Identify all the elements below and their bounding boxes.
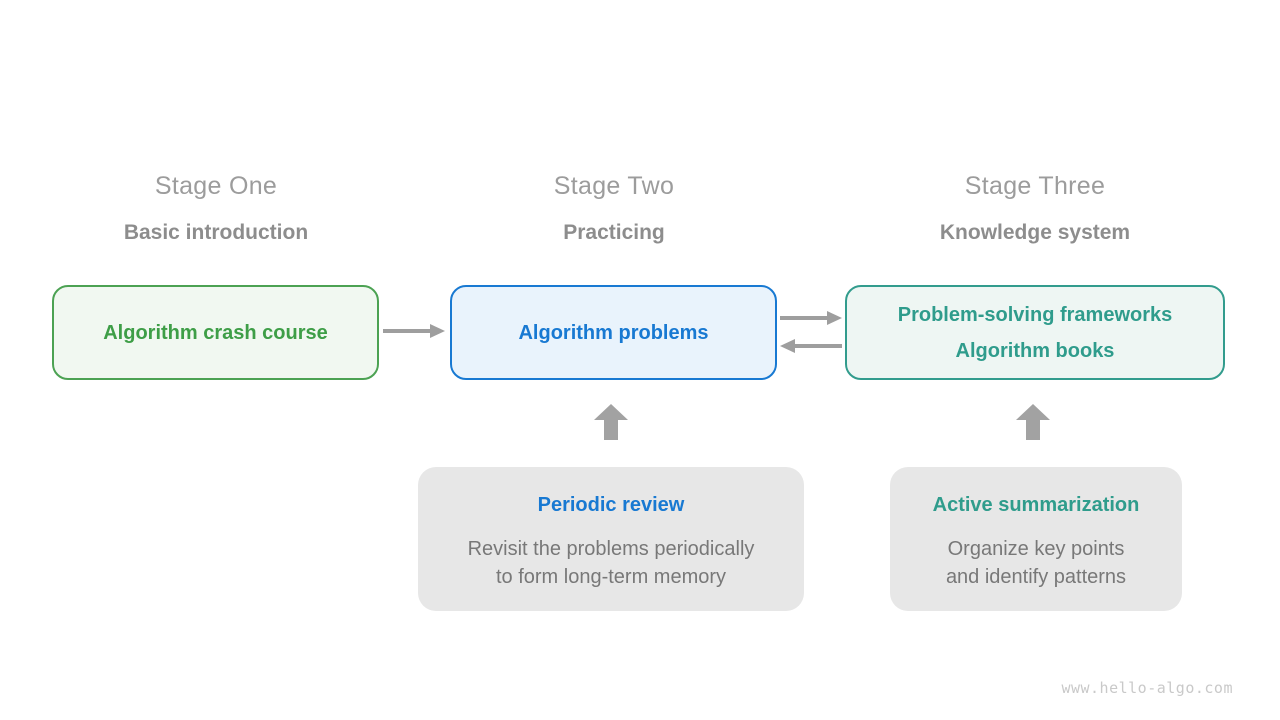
- node-label: Algorithm books: [955, 339, 1115, 362]
- stage-three-subtitle: Knowledge system: [939, 221, 1131, 244]
- stage-two-title: Stage Two: [553, 172, 675, 200]
- watermark: www.hello-algo.com: [1061, 679, 1233, 697]
- node-label: Problem-solving frameworks: [897, 303, 1173, 326]
- callout-periodic-review: Periodic review Revisit the problems per…: [418, 467, 804, 611]
- callout-body-line: Revisit the problems periodically: [467, 538, 755, 560]
- callout-title: Periodic review: [537, 494, 685, 516]
- callout-body-line: and identify patterns: [945, 566, 1127, 588]
- callout-active-summarization: Active summarization Organize key points…: [890, 467, 1182, 611]
- callout-body: Organize key points and identify pattern…: [890, 535, 1182, 591]
- node-knowledge-system: Problem-solving frameworks Algorithm boo…: [845, 285, 1225, 380]
- arrow-right-icon: [780, 311, 842, 325]
- node-algorithm-crash-course: Algorithm crash course: [52, 285, 379, 380]
- arrow-right-icon: [383, 324, 445, 338]
- node-algorithm-problems: Algorithm problems: [450, 285, 777, 380]
- stage-one-title: Stage One: [154, 172, 278, 200]
- arrow-left-icon: [780, 339, 842, 353]
- stage-three-title: Stage Three: [964, 172, 1106, 200]
- callout-body: Revisit the problems periodically to for…: [418, 535, 804, 591]
- callout-body-line: to form long-term memory: [495, 566, 727, 588]
- arrow-up-icon: [594, 404, 628, 440]
- callout-title: Active summarization: [932, 494, 1140, 516]
- node-label: Algorithm problems: [518, 321, 709, 344]
- node-label: Algorithm crash course: [103, 321, 328, 344]
- callout-body-line: Organize key points: [947, 538, 1125, 560]
- stage-two-subtitle: Practicing: [563, 221, 665, 244]
- arrow-up-icon: [1016, 404, 1050, 440]
- stage-one-subtitle: Basic introduction: [123, 221, 309, 244]
